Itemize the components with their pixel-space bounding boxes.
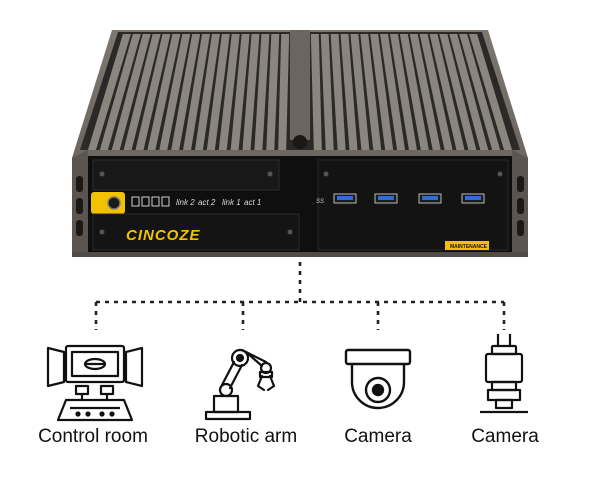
usb-port-tongue	[465, 196, 481, 200]
maintenance-label: MAINTENANCE	[450, 244, 488, 250]
heatsink-fin	[310, 34, 322, 150]
heatsink-fin	[159, 34, 191, 150]
port-label-link2: link 2	[176, 198, 195, 207]
heatsink-fin	[449, 34, 489, 150]
heatsink-fin	[135, 34, 171, 150]
heatsink-fin	[123, 34, 161, 150]
power-button[interactable]	[107, 196, 121, 210]
connection-label-camera: Camera	[344, 426, 412, 447]
heatsink-fin	[399, 34, 429, 150]
heatsink-fin	[171, 34, 201, 150]
screw	[287, 229, 293, 235]
port-label-link1: link 1	[222, 198, 241, 207]
chassis-bottom	[72, 252, 528, 257]
heatsink-fin	[183, 34, 211, 150]
embedded-computer: link 2 act 2 link 1 act 1 CINCOZE SS MAI…	[72, 30, 528, 257]
heatsink-fin	[389, 34, 417, 150]
usb-ports	[333, 193, 485, 204]
usb-port-tongue	[337, 196, 353, 200]
heatsink-fin	[340, 34, 358, 150]
heatsink-fin	[206, 34, 230, 150]
left-module-top	[92, 159, 280, 191]
chassis-center-divider	[290, 30, 310, 140]
heatsink-fin	[459, 34, 501, 150]
heatsink-fin	[320, 34, 334, 150]
robotic-arm-icon	[204, 348, 276, 421]
heatsink-fin	[278, 34, 290, 150]
heatsink-fin	[254, 34, 270, 150]
heatsink-fin	[230, 34, 250, 150]
heatsink-fin	[147, 34, 181, 150]
control-room-icon	[46, 344, 144, 422]
connection-label-control-room: Control room	[38, 426, 148, 447]
heatsink-fin	[350, 34, 370, 150]
heatsink-fin	[266, 34, 280, 150]
dome-camera-icon	[344, 348, 412, 410]
connection-lines	[94, 262, 506, 330]
heatsink-fin	[380, 34, 406, 150]
usb-port-tongue	[378, 196, 394, 200]
heatsink-fin	[429, 34, 465, 150]
heatsink-fins	[87, 34, 513, 150]
status-icons	[131, 196, 170, 207]
left-module-bottom	[92, 213, 300, 251]
port-label-act2: act 2	[198, 198, 216, 207]
heatsink-fin	[242, 34, 260, 150]
industrial-camera-icon	[480, 334, 528, 414]
heatsink-fin	[469, 34, 513, 150]
heatsink-fin	[409, 34, 441, 150]
side-vents	[76, 176, 524, 236]
maintenance-tag	[445, 241, 489, 250]
heatsink-fin	[111, 34, 151, 150]
heatsink-fin	[330, 34, 346, 150]
port-label-act1: act 1	[244, 198, 261, 207]
heatsink-fin	[194, 34, 220, 150]
screw	[497, 171, 503, 177]
heatsink-fin	[439, 34, 477, 150]
center-screw	[293, 135, 307, 149]
connection-label-robotic-arm: Robotic arm	[194, 426, 298, 447]
heatsink-fin	[99, 34, 141, 150]
heatsink-fin	[218, 34, 240, 150]
right-module	[317, 159, 509, 251]
screw	[99, 229, 105, 235]
heatsink-fin	[87, 34, 131, 150]
usb-port-tongue	[422, 196, 438, 200]
brand-logo: CINCOZE	[126, 227, 201, 244]
heatsink-fin	[360, 34, 382, 150]
usb-label: SS	[316, 199, 324, 205]
heatsink-fin	[370, 34, 394, 150]
heatsink-fin	[419, 34, 453, 150]
screw	[323, 171, 329, 177]
connection-label-camera-2: Camera	[471, 426, 539, 447]
screw	[99, 171, 105, 177]
screw	[267, 171, 273, 177]
